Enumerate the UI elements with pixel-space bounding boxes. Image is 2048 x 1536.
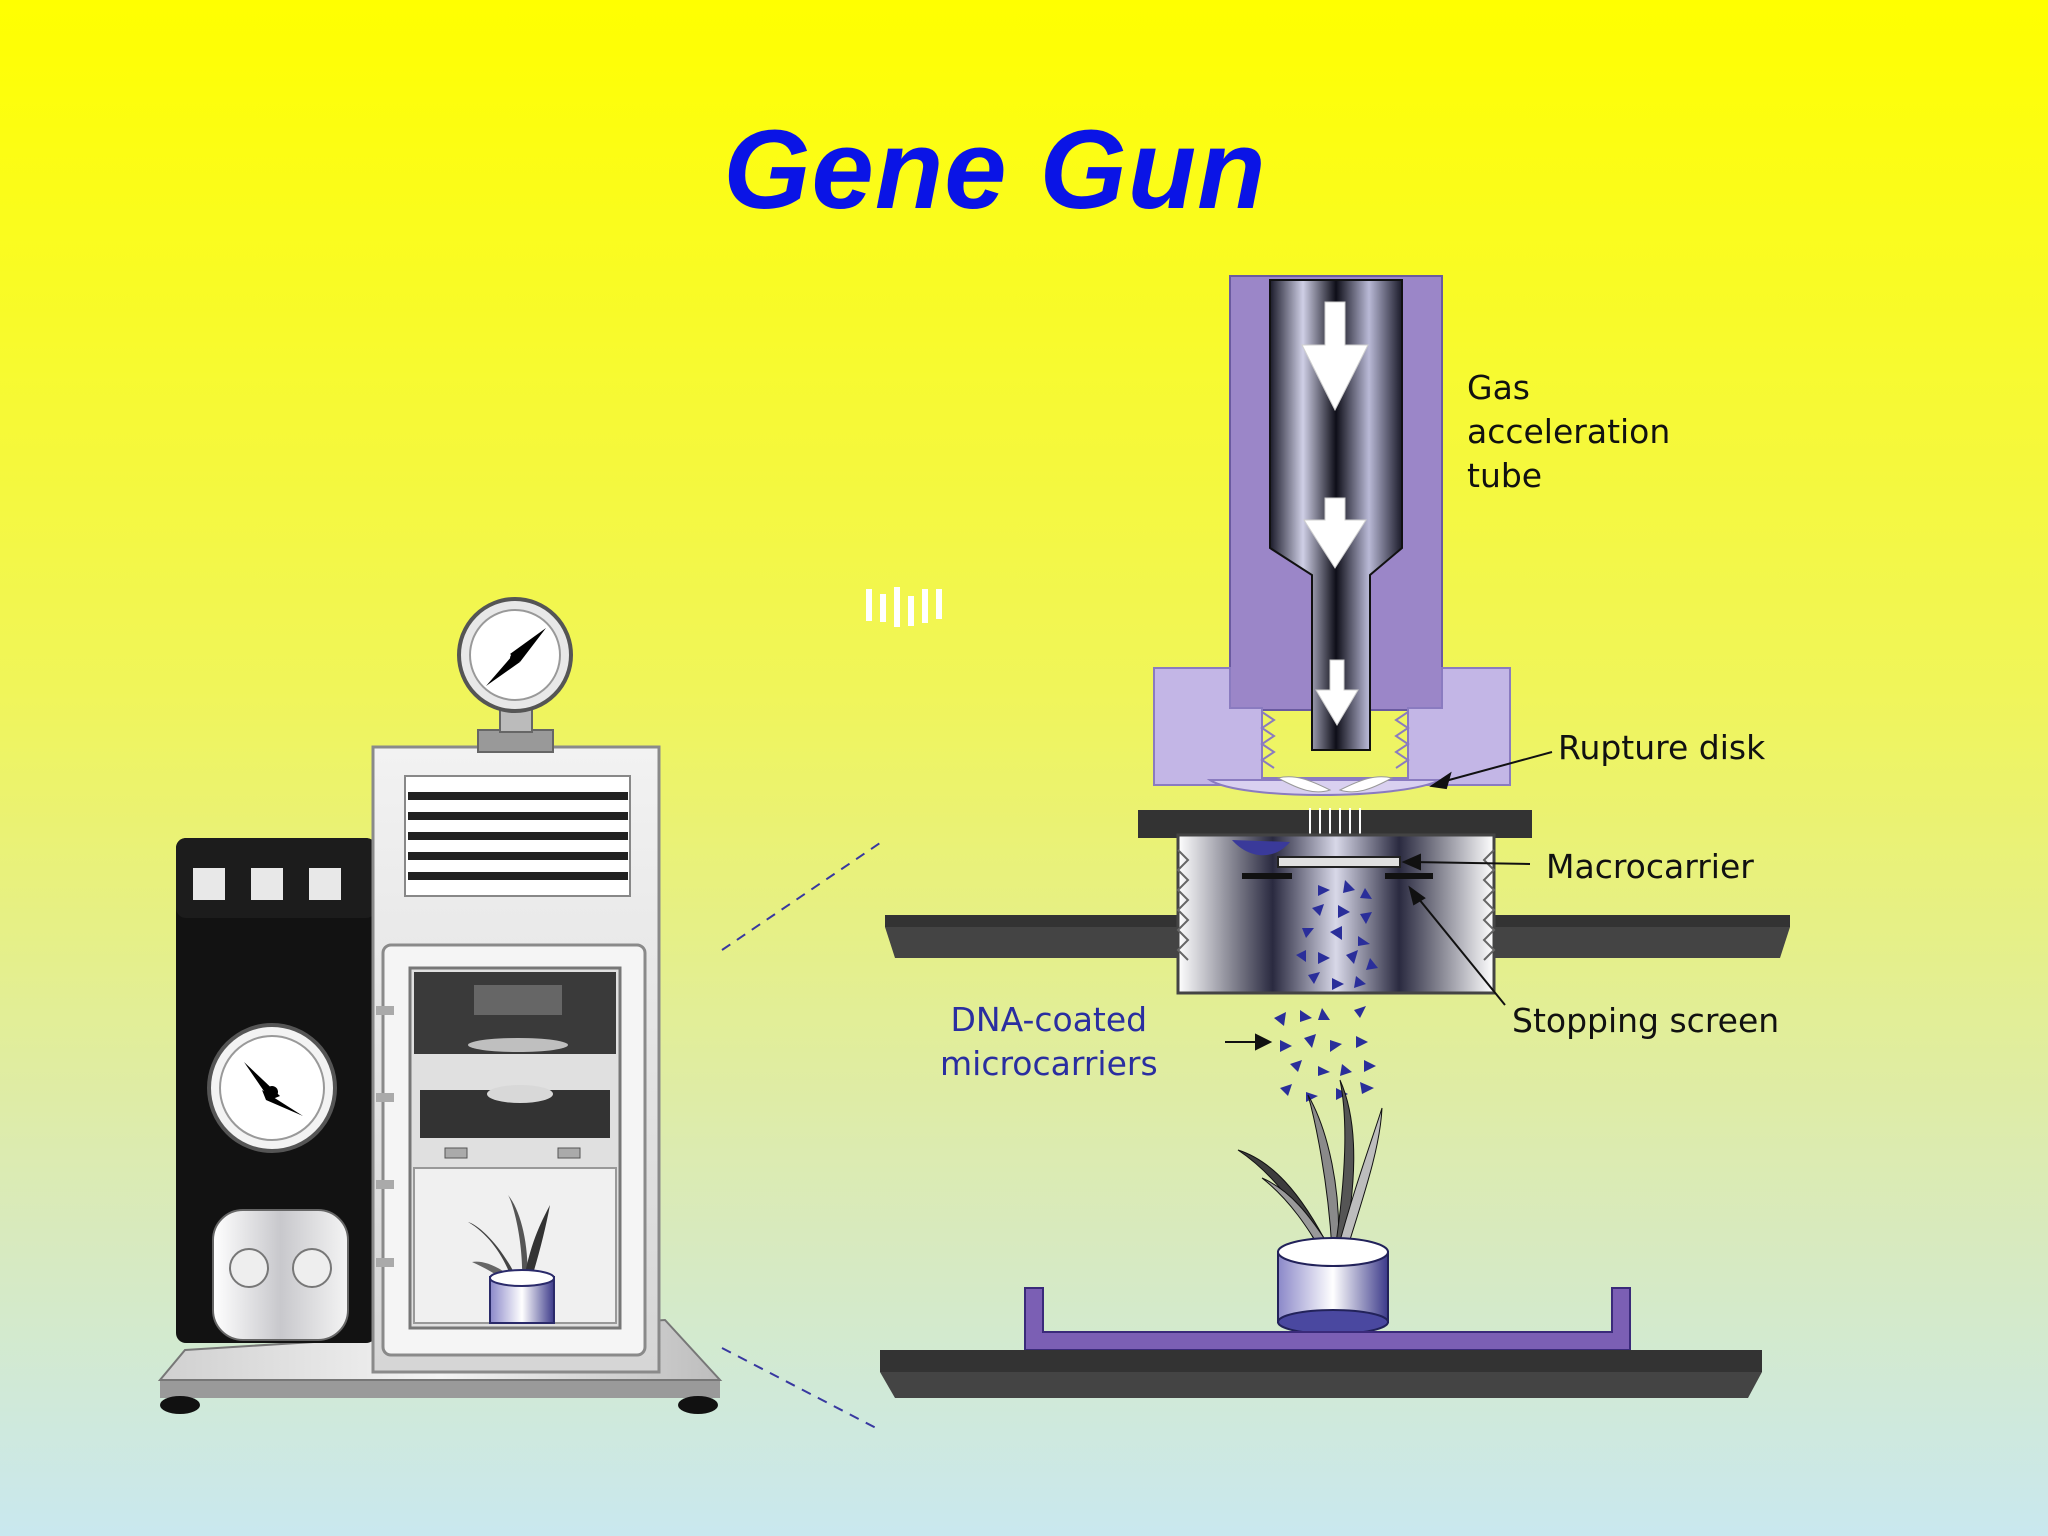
top-pressure-gauge-icon bbox=[457, 597, 573, 713]
zoom-line-upper bbox=[721, 842, 881, 951]
control-button-2 bbox=[251, 868, 283, 900]
pressure-gauge-icon bbox=[207, 1023, 337, 1153]
label-macrocarrier: Macrocarrier bbox=[1546, 847, 1754, 886]
label-gas-line-2: acceleration bbox=[1467, 412, 1671, 451]
sample-pot-top bbox=[1277, 1237, 1389, 1267]
macrocarrier bbox=[1277, 856, 1401, 868]
dna-leader-line bbox=[1225, 1033, 1273, 1051]
control-tower bbox=[176, 838, 376, 1343]
solenoid-knob-right bbox=[292, 1248, 332, 1288]
control-button-3 bbox=[309, 868, 341, 900]
label-dna-line-2: microcarriers bbox=[940, 1044, 1158, 1083]
solenoid-knob-left bbox=[229, 1248, 269, 1288]
gene-gun-device bbox=[157, 587, 942, 1429]
label-dna-coated-microcarriers: DNA-coated microcarriers bbox=[940, 998, 1158, 1086]
assembly-threads bbox=[1176, 849, 1496, 961]
page-title: Gene Gun bbox=[723, 107, 1267, 232]
vacuum-cabinet bbox=[371, 597, 661, 1374]
stopping-screen bbox=[1242, 873, 1292, 879]
label-gas-line-3: tube bbox=[1467, 456, 1543, 495]
vent-grille-icon bbox=[408, 792, 628, 880]
gene-gun-schematic bbox=[880, 275, 1790, 1398]
rupture-disk-retainer bbox=[1153, 667, 1511, 786]
zoom-line-lower bbox=[721, 1347, 877, 1429]
label-gas-acceleration-tube: Gas acceleration tube bbox=[1467, 366, 1670, 498]
retainer-threads bbox=[1260, 711, 1410, 769]
device-foot-right bbox=[678, 1396, 718, 1414]
label-stopping-screen: Stopping screen bbox=[1512, 1001, 1780, 1040]
label-gas-line-1: Gas bbox=[1467, 368, 1530, 407]
label-dna-line-1: DNA-coated bbox=[950, 1000, 1148, 1039]
bottom-shelf bbox=[880, 1350, 1762, 1372]
tick-marks bbox=[866, 587, 942, 627]
leader-lines bbox=[1401, 751, 1553, 1006]
device-foot-left bbox=[160, 1396, 200, 1414]
control-button-1 bbox=[193, 868, 225, 900]
solenoid-housing bbox=[212, 1209, 349, 1341]
small-plant-icon bbox=[468, 1195, 555, 1324]
bottom-shelf-bevel bbox=[880, 1372, 1762, 1398]
plant-icon bbox=[1237, 1079, 1383, 1259]
launch-plate bbox=[1138, 810, 1532, 838]
down-arrow-icon bbox=[1301, 301, 1369, 726]
device-base bbox=[160, 1380, 720, 1398]
label-rupture-disk: Rupture disk bbox=[1558, 728, 1766, 767]
